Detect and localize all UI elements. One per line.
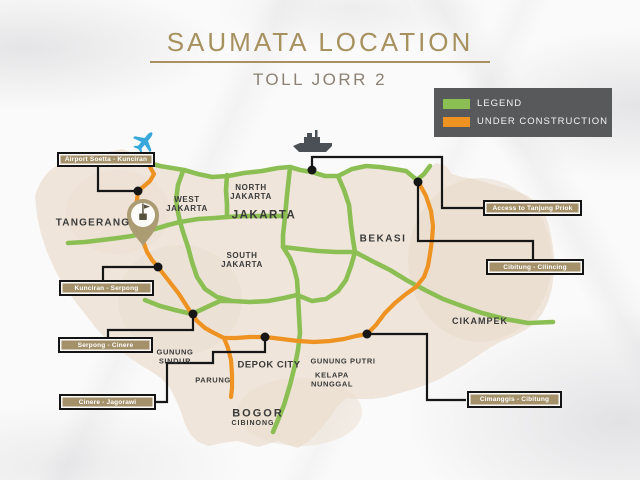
land-shade-southwest bbox=[118, 245, 242, 355]
connector-serpong bbox=[106, 315, 195, 338]
connector-cinere bbox=[156, 338, 267, 404]
page-title: SAUMATA LOCATION bbox=[166, 27, 474, 57]
ship-icon bbox=[293, 130, 332, 152]
junction-dot-cibitung bbox=[413, 177, 423, 187]
land-shade-bogor bbox=[238, 378, 362, 446]
legend-row-existing: LEGEND bbox=[443, 98, 612, 109]
legend-swatch-green bbox=[443, 98, 470, 109]
region-label-parung: PARUNG bbox=[195, 375, 231, 385]
road-city-horizontal bbox=[65, 213, 290, 246]
region-label-west-jakarta: WEST JAKARTA bbox=[166, 194, 208, 213]
region-label-cikampek: CIKAMPEK bbox=[451, 315, 509, 326]
region-label-depok-city: DEPOK CITY bbox=[237, 359, 301, 371]
callout-kunciran-serpong: Kunciran - Serpong bbox=[59, 280, 154, 296]
airplane-icon bbox=[133, 132, 153, 154]
connector-priok bbox=[310, 155, 483, 210]
callout-cibitung-cilincing: Cibitung - Cilincing bbox=[486, 259, 584, 275]
junction-dot-cimanggis bbox=[362, 329, 372, 339]
junction-dot-airport bbox=[133, 186, 143, 196]
callout-connectors bbox=[96, 155, 535, 404]
region-label-cibinong: CIBINONG bbox=[231, 419, 275, 427]
connector-airport bbox=[96, 166, 136, 193]
legend-panel: LEGEND UNDER CONSTRUCTION bbox=[434, 88, 612, 137]
connector-kunciran bbox=[101, 265, 156, 281]
region-label-north-jakarta: NORTH JAKARTA bbox=[230, 182, 272, 201]
region-label-kelapa-nunggal: KELAPA NUNGGAL bbox=[310, 370, 354, 388]
road-coast bbox=[142, 159, 433, 183]
saumata-pin-icon bbox=[127, 199, 159, 246]
region-label-jakarta: JAKARTA bbox=[231, 209, 297, 222]
road-west-vertical bbox=[173, 168, 191, 250]
junction-dot-kunciran bbox=[153, 262, 163, 272]
junction-dot-serpong bbox=[188, 309, 198, 319]
page-subtitle: TOLL JORR 2 bbox=[252, 70, 388, 89]
legend-swatch-orange bbox=[443, 116, 470, 127]
junction-dot-cinere bbox=[260, 332, 270, 342]
region-label-south-jakarta: SOUTH JAKARTA bbox=[221, 250, 263, 269]
callout-cimanggis-cibitung: Cimanggis - Cibitung bbox=[467, 391, 562, 408]
junction-dots bbox=[133, 165, 423, 342]
callout-airport-soetta-kunciran: Airport Soetta - Kunciran bbox=[57, 152, 155, 167]
road-parung-branch bbox=[221, 335, 235, 400]
legend-row-under-construction: UNDER CONSTRUCTION bbox=[443, 116, 612, 127]
title-divider bbox=[150, 61, 490, 63]
road-north-vertical bbox=[223, 172, 230, 220]
callout-serpong-cinere: Serpong - Cinere bbox=[58, 337, 153, 353]
region-label-gunung-sindur: GUNUNG SINDUR bbox=[156, 347, 194, 365]
region-label-tangerang: TANGERANG bbox=[55, 217, 131, 229]
region-label-gunung-putri: GUNUNG PUTRI bbox=[310, 356, 376, 366]
region-label-bekasi: BEKASI bbox=[359, 233, 407, 245]
toll-roads-existing bbox=[65, 159, 556, 435]
road-cikampek bbox=[352, 249, 556, 326]
road-east-diagonal bbox=[335, 173, 358, 255]
connector-cibitung bbox=[416, 183, 535, 260]
callout-access-tanjung-priok: Access to Tanjung Priok bbox=[483, 200, 582, 216]
legend-label-under-construction: UNDER CONSTRUCTION bbox=[477, 116, 608, 127]
callout-cinere-jagorawi: Cinere - Jagorawi bbox=[59, 394, 156, 410]
junction-dot-priok bbox=[307, 165, 317, 175]
connector-cimanggis bbox=[368, 332, 466, 402]
legend-label-existing: LEGEND bbox=[477, 98, 523, 109]
region-label-bogor: BOGOR bbox=[232, 407, 284, 420]
road-south-loop bbox=[185, 244, 358, 305]
road-mid-horizontal bbox=[280, 244, 358, 255]
